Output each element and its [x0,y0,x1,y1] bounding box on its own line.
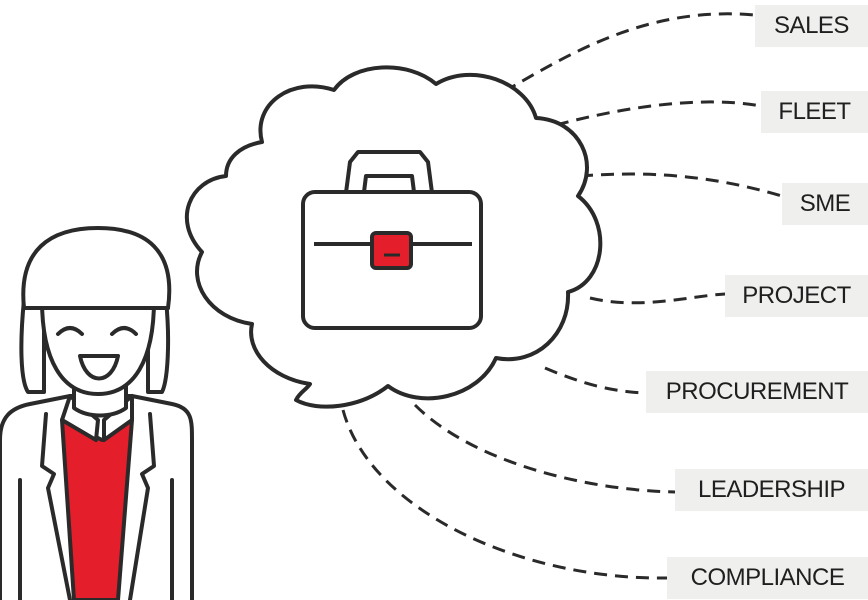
person-helmet [21,226,172,310]
tag-compliance-label: COMPLIANCE [690,564,845,591]
connector-procurement [544,366,647,395]
connector-lines [341,12,783,580]
person-mouth [78,354,120,381]
tag-compliance: COMPLIANCE [667,557,868,599]
tag-procurement: PROCUREMENT [646,371,868,413]
connector-leadership [413,403,676,494]
connector-project [589,292,726,305]
tag-project-label: PROJECT [742,282,851,309]
tag-sales: SALES [755,5,868,47]
tag-sme-label: SME [799,190,851,217]
tag-procurement-label: PROCUREMENT [665,378,849,405]
tag-sme: SME [782,183,868,225]
person-shirt [60,418,134,600]
person-lapel-right [128,412,156,600]
tag-sales-label: SALES [774,12,849,39]
tag-project: PROJECT [725,275,868,317]
tag-leadership-label: LEADERSHIP [697,476,846,503]
connector-fleet [555,100,762,127]
connector-compliance [341,409,668,580]
person-eye-right [110,326,138,336]
person-eye-left [56,326,84,336]
person-lapel-left [40,412,72,600]
tag-fleet-label: FLEET [778,98,851,125]
person-hair [19,298,171,394]
connector-sales [485,12,756,104]
connector-sme [579,172,783,198]
briefcase-icon [301,150,483,330]
person-face [40,298,156,396]
tag-leadership: LEADERSHIP [675,469,868,511]
tag-fleet: FLEET [761,91,868,133]
person-icon [0,226,194,600]
briefcase-clasp [370,231,413,270]
